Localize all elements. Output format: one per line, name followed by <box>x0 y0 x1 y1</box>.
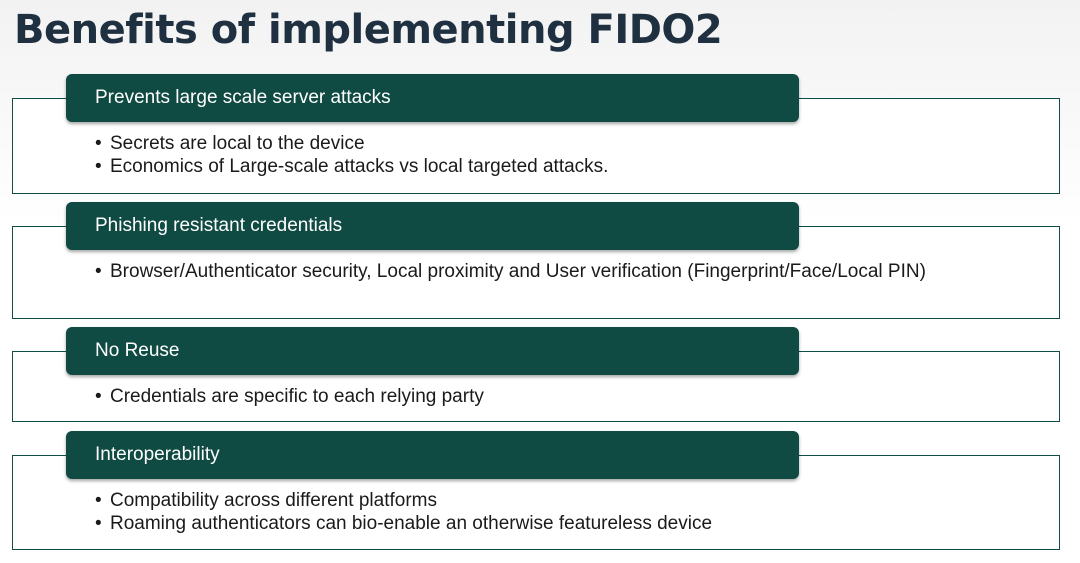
bullet-list: Secrets are local to the device Economic… <box>95 132 1000 178</box>
list-item: Credentials are specific to each relying… <box>95 385 1000 408</box>
bullet-list: Compatibility across different platforms… <box>95 489 1000 535</box>
bullet-list: Credentials are specific to each relying… <box>95 385 1000 408</box>
list-item: Secrets are local to the device <box>95 132 1000 155</box>
section-header: Phishing resistant credentials <box>66 202 799 250</box>
list-item: Compatibility across different platforms <box>95 489 1000 512</box>
list-item: Economics of Large-scale attacks vs loca… <box>95 155 1000 178</box>
benefit-section-phishing-resistant: Phishing resistant credentials Browser/A… <box>12 202 1060 319</box>
benefit-section-server-attacks: Prevents large scale server attacks Secr… <box>12 74 1060 194</box>
bullet-list: Browser/Authenticator security, Local pr… <box>95 260 1000 283</box>
benefit-section-interoperability: Interoperability Compatibility across di… <box>12 431 1060 550</box>
list-item: Browser/Authenticator security, Local pr… <box>95 260 1000 283</box>
section-header: No Reuse <box>66 327 799 375</box>
section-header: Interoperability <box>66 431 799 479</box>
benefit-section-no-reuse: No Reuse Credentials are specific to eac… <box>12 327 1060 422</box>
page-title: Benefits of implementing FIDO2 <box>14 7 723 53</box>
list-item: Roaming authenticators can bio-enable an… <box>95 512 1000 535</box>
section-header: Prevents large scale server attacks <box>66 74 799 122</box>
